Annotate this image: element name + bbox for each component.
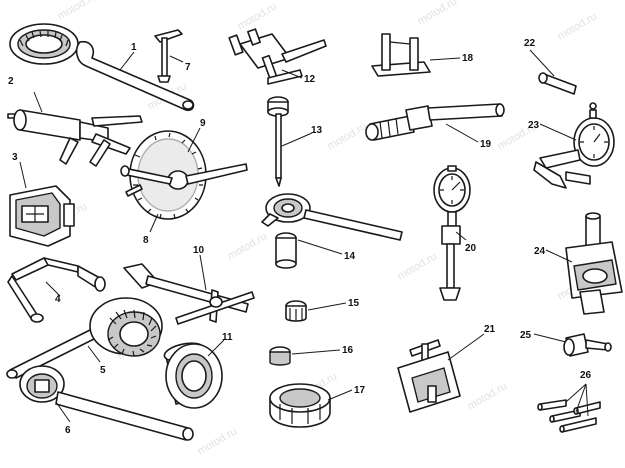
tool-2-puller	[7, 109, 143, 167]
tool-21-press	[397, 339, 461, 413]
part-label-18: 18	[462, 53, 474, 64]
tool-17-filter-cup	[269, 383, 331, 428]
leader-4	[45, 281, 61, 297]
part-label-5: 5	[100, 365, 106, 376]
watermark: motod.ru	[326, 120, 370, 152]
leader-19	[445, 123, 479, 143]
watermark: motod.ru	[396, 250, 440, 282]
watermark: motod.ru	[236, 0, 280, 32]
part-label-1: 1	[131, 42, 137, 53]
part-label-22: 22	[524, 38, 536, 49]
tool-9-degree-wheel	[120, 130, 248, 220]
tool-13-punch	[267, 96, 289, 187]
tool-14-socket-wrench	[261, 193, 403, 269]
leader-17	[327, 389, 353, 401]
tool-10-extractor	[123, 263, 255, 325]
part-label-10: 10	[193, 245, 205, 256]
tool-1-hook-spanner	[9, 23, 195, 112]
tool-19-adapter	[365, 103, 505, 141]
tool-7-pin	[154, 29, 183, 83]
tool-4-crank	[7, 257, 106, 323]
leader-12	[281, 69, 303, 79]
part-label-19: 19	[480, 139, 492, 150]
part-label-23: 23	[528, 120, 540, 131]
leader-5	[87, 345, 101, 363]
leader-24	[545, 249, 573, 263]
part-label-7: 7	[185, 62, 191, 73]
leader-10	[199, 254, 207, 291]
part-label-6: 6	[65, 425, 71, 436]
tool-12-bracket	[228, 28, 327, 85]
leader-9	[187, 127, 201, 153]
part-label-12: 12	[304, 74, 316, 85]
leader-13	[281, 132, 313, 147]
leader-1	[119, 51, 135, 71]
leader-7	[169, 55, 184, 63]
tool-22-pin	[538, 72, 577, 95]
leader-6	[55, 401, 71, 423]
leader-22	[529, 49, 555, 77]
tool-5-clutch-holder	[6, 297, 163, 379]
watermark: motod.ru	[226, 230, 270, 262]
part-label-16: 16	[342, 345, 354, 356]
tool-25-bolt-adapter	[563, 333, 612, 357]
leader-26	[565, 383, 589, 417]
tool-11-sleeve	[163, 342, 223, 409]
tool-18-frame	[371, 33, 431, 77]
part-label-15: 15	[348, 298, 360, 309]
watermark: motod.ru	[466, 380, 510, 412]
part-label-17: 17	[354, 385, 366, 396]
leader-25	[533, 333, 567, 343]
leader-15	[307, 302, 347, 311]
tool-3-gauge	[9, 185, 75, 247]
watermark: motod.ru	[416, 0, 460, 28]
tool-20-bore-gauge	[433, 165, 471, 301]
leader-16	[291, 349, 341, 355]
part-label-4: 4	[55, 294, 61, 305]
leader-18	[429, 57, 461, 61]
part-label-11: 11	[222, 332, 233, 343]
leader-2	[33, 91, 43, 113]
part-label-21: 21	[484, 324, 496, 335]
part-label-25: 25	[520, 330, 532, 341]
tool-26-pins	[537, 399, 601, 433]
leader-8	[149, 213, 159, 233]
tool-24-puller-bell	[565, 212, 623, 315]
part-label-26: 26	[580, 370, 592, 381]
leader-3	[19, 161, 27, 189]
part-label-9: 9	[200, 118, 206, 129]
part-label-8: 8	[143, 235, 149, 246]
tool-23-dial-indicator	[533, 102, 615, 189]
watermark: motod.ru	[196, 425, 240, 457]
tool-16-nut	[269, 346, 291, 366]
part-label-24: 24	[534, 246, 546, 257]
tool-6-socket-wrench	[19, 365, 194, 441]
leader-21	[447, 333, 485, 361]
part-label-2: 2	[8, 76, 14, 87]
tool-15-nut	[285, 300, 307, 322]
watermark: motod.ru	[56, 0, 100, 23]
leader-14	[297, 239, 343, 255]
part-label-13: 13	[311, 125, 323, 136]
leader-11	[207, 339, 225, 357]
leader-20	[455, 231, 467, 241]
part-label-20: 20	[465, 243, 477, 254]
leader-23	[539, 123, 577, 141]
part-label-14: 14	[344, 251, 356, 262]
watermark: motod.ru	[556, 10, 600, 42]
part-label-3: 3	[12, 152, 18, 163]
